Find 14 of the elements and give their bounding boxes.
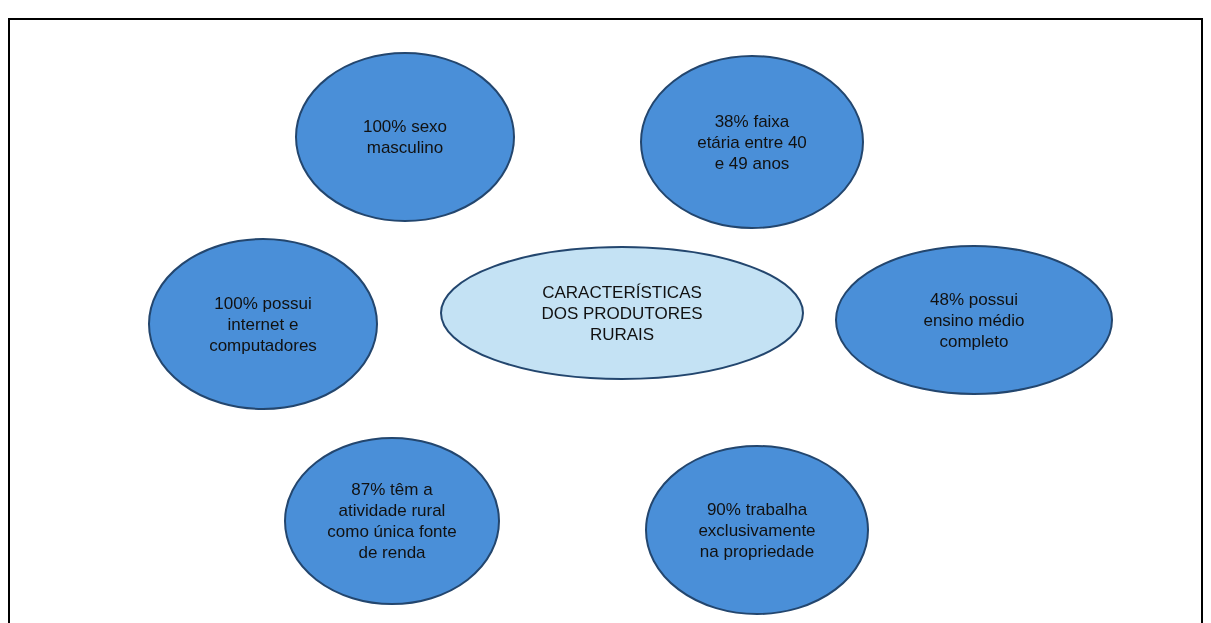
statistic-text: 48% possui ensino médio completo bbox=[922, 288, 1026, 352]
ellipse-node bbox=[645, 445, 869, 615]
statistic-text: 87% têm a atividade rural como única fonte de renda bbox=[327, 479, 457, 563]
statistic-text: 90% trabalha exclusivamente na propriedade bbox=[697, 498, 817, 562]
ellipse-node bbox=[148, 238, 378, 410]
statistic-text: 38% faixa etária entre 40 e 49 anos bbox=[696, 110, 808, 174]
ellipse-node bbox=[440, 246, 804, 380]
central-heading: CARACTERÍSTICAS DOS PRODUTORES RURAIS bbox=[540, 281, 704, 345]
statistic-text: 100% sexo masculino bbox=[361, 116, 449, 158]
ellipse-node bbox=[640, 55, 864, 229]
statistic-text: 100% possui internet e computadores bbox=[208, 292, 318, 356]
ellipse-node bbox=[284, 437, 500, 605]
ellipse-node bbox=[295, 52, 515, 222]
ellipse-node bbox=[835, 245, 1113, 395]
